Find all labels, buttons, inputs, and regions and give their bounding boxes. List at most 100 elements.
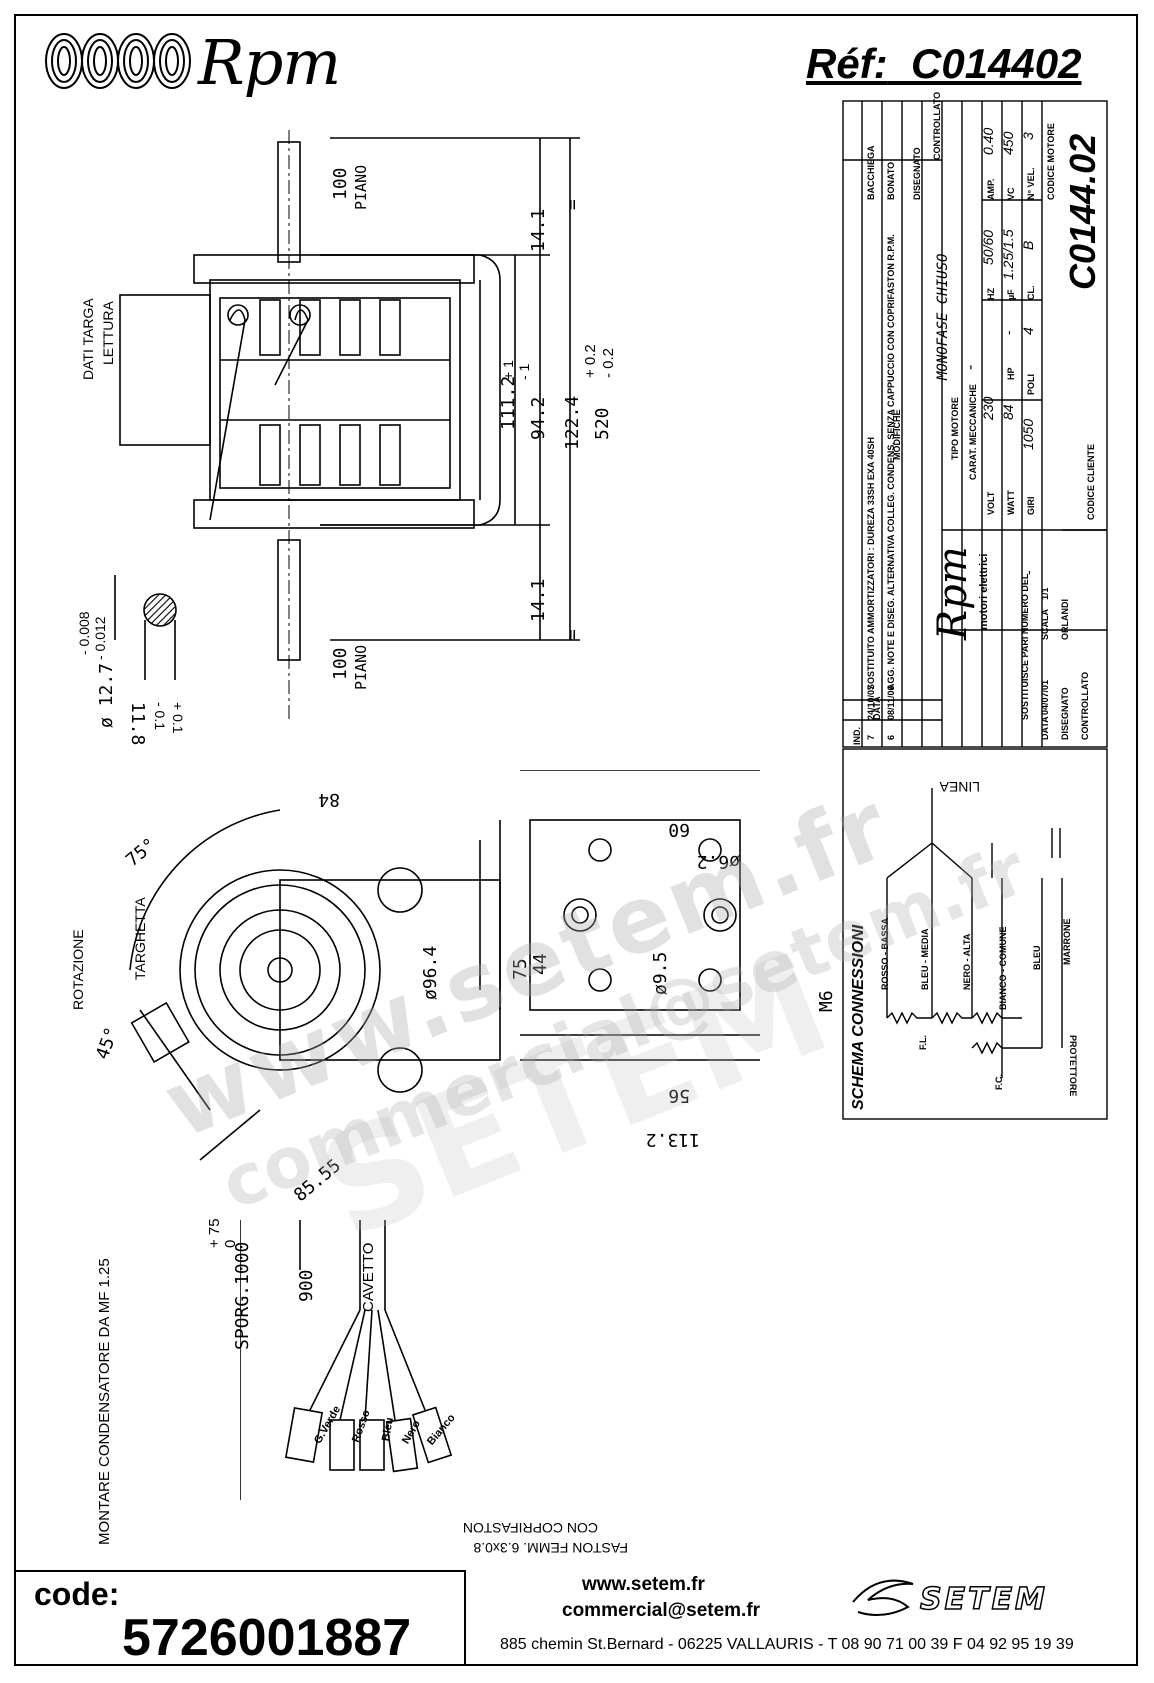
bianco-comune-label: BIANCO - COMUNE (998, 926, 1008, 1011)
footer-address: 885 chemin St.Bernard - 06225 VALLAURIS … (500, 1636, 1074, 1653)
piano-bottom-label: PIANO (352, 644, 370, 690)
uf-value: 1.25/1.5 (1000, 229, 1016, 280)
volt-value: 230 (980, 396, 996, 420)
revision-6-text: AGG. NOTE E DISEG. ALTERNATIVA COLLEG. C… (886, 234, 896, 690)
motor-front-view-drawing (129, 770, 760, 1161)
volt-label: VOLT (986, 491, 996, 515)
hz-label: HZ (986, 288, 996, 300)
equal-sign-bottom: = (562, 629, 583, 640)
dim-60: 60 (668, 819, 690, 840)
revision-6-by: BONATO (886, 161, 896, 200)
sostituisce-value: - (1020, 570, 1036, 575)
drawing-sheet-border (14, 14, 1138, 1666)
uf-label: µF (1006, 289, 1016, 300)
carat-meccaniche-value: - (962, 364, 979, 370)
code-box (14, 1570, 466, 1666)
targhetta-label: TARGHETTA (132, 897, 148, 980)
nero-alta-label: NERO - ALTA (962, 933, 972, 990)
rpm-coil-logo (45, 33, 191, 89)
dim-111-2: 111.2 (498, 375, 519, 430)
dim-14-1-top: 14.1 (528, 208, 549, 252)
dati-targa-label: DATI TARGA (80, 298, 96, 380)
dim-520: 520 (592, 407, 613, 440)
sporg-tol-a: + 75 (206, 1218, 223, 1248)
scala-label: SCALA (1040, 609, 1050, 640)
shaft-tol-b: - 0.012 (92, 616, 108, 660)
codice-motore-label: CODICE MOTORE (1046, 123, 1056, 200)
rev-disegnato-header: DISEGNATO (912, 147, 922, 200)
poli-label: POLI (1026, 373, 1036, 395)
dim-84: 84 (318, 789, 340, 810)
hz-value: 50/60 (980, 229, 996, 265)
ref-label: Réf: (806, 40, 888, 87)
dim-122-4: 122.4 (562, 395, 583, 450)
carat-meccaniche-label: CARAT. MECCANICHE (968, 384, 978, 480)
brand-logo-text: Rpm (198, 26, 341, 99)
linea-label: LINEA (939, 779, 980, 795)
vc-label: VC (1006, 187, 1016, 200)
code-label: code: (34, 1576, 120, 1612)
watt-value: 84 (1000, 404, 1016, 420)
flat-tol-b: + 0.1 (170, 702, 186, 734)
dim-100-bottom: 100 (330, 647, 351, 680)
watt-label: WATT (1006, 490, 1016, 515)
revision-6-ind: 6 (886, 734, 896, 740)
piano-top-label: PIANO (352, 164, 370, 210)
revision-7-text: SOSTITUITO AMMORTIZZATORI : DUREZA 33SH … (866, 436, 876, 690)
dim-100-top: 100 (330, 167, 351, 200)
rev-controllato-header: CONTROLLATO (932, 91, 942, 160)
dim-94-2: 94.2 (528, 396, 549, 440)
equal-sign-top: = (562, 199, 583, 210)
reference-title: Réf: C014402 (806, 40, 1082, 88)
codice-motore-value: C0144.02 (1062, 133, 1103, 290)
cable-drawing (240, 1220, 453, 1500)
tol-plus-1: + 1 (500, 360, 516, 380)
title-block-brand-sub: motori elettrici (978, 553, 990, 630)
disegnato-label: DISEGNATO (1060, 687, 1070, 740)
footer-website-link[interactable]: www.setem.fr (582, 1574, 705, 1595)
title-block-brand: Rpm (930, 546, 976, 640)
sporg-label: SPORG.1000 (232, 1241, 253, 1350)
revision-6-date: 08/11/06 (886, 685, 896, 720)
amp-label: AMP. (986, 178, 996, 200)
sporg-tol-b: 0 (222, 1239, 239, 1248)
ref-value: C014402 (911, 40, 1082, 87)
sostituisce-label: SOSTITUISCE PARI NUMERO DEL (1020, 573, 1030, 720)
fl-label: F.L. (918, 1035, 928, 1050)
marrone-label: MARRONE (1062, 918, 1072, 966)
shaft-tol-a: - 0.008 (76, 611, 92, 655)
title-block-grid (842, 100, 1108, 748)
data-label: DATA (1040, 716, 1050, 740)
amp-value: 0.40 (980, 127, 996, 155)
revision-7-by: BACCHIEGA (866, 145, 876, 200)
codice-cliente-label: CODICE CLIENTE (1086, 443, 1096, 520)
setem-swoosh-icon (852, 1579, 914, 1617)
giri-value: 1050 (1020, 418, 1036, 450)
dim-14-1-bottom: 14.1 (528, 578, 549, 622)
cl-label: CL. (1026, 285, 1036, 301)
giri-label: GIRI (1026, 496, 1036, 515)
flat-dim: 11.8 (127, 702, 148, 746)
connection-schema-drawing (842, 748, 1108, 1120)
tipo-motore-label: TIPO MOTORE (950, 397, 960, 460)
tol-minus-02: - 0.2 (600, 347, 617, 378)
scala-value: 1/1 (1040, 587, 1050, 600)
rotazione-label: ROTAZIONE (70, 929, 86, 1010)
faston-note-1: FASTON FEMM. 6.3x0.8 (473, 1540, 628, 1556)
vel-value: 3 (1020, 132, 1036, 140)
bleu-label: BLEU (1032, 945, 1042, 971)
lettura-label: LETTURA (100, 301, 116, 365)
tol-plus-02: + 0.2 (582, 344, 599, 378)
controllato-label: CONTROLLATO (1080, 671, 1090, 740)
motor-side-view-drawing (114, 130, 580, 720)
code-value: 5726001887 (122, 1609, 412, 1667)
hp-label: HP (1006, 367, 1016, 380)
footer-email-link[interactable]: commercial@setem.fr (562, 1600, 761, 1621)
shaft-diameter: ø 12.7 (96, 662, 117, 728)
dim-900: 900 (296, 1269, 317, 1302)
fc-label: F.C. (994, 1073, 1004, 1090)
tipo-motore-value: MONOFASE CHIUSO (935, 253, 951, 380)
disegnato-value: ORLANDI (1060, 599, 1070, 640)
protettore-label: PROTETTORE (1068, 1035, 1078, 1097)
setem-logo-text: SETEM (919, 1581, 1048, 1618)
